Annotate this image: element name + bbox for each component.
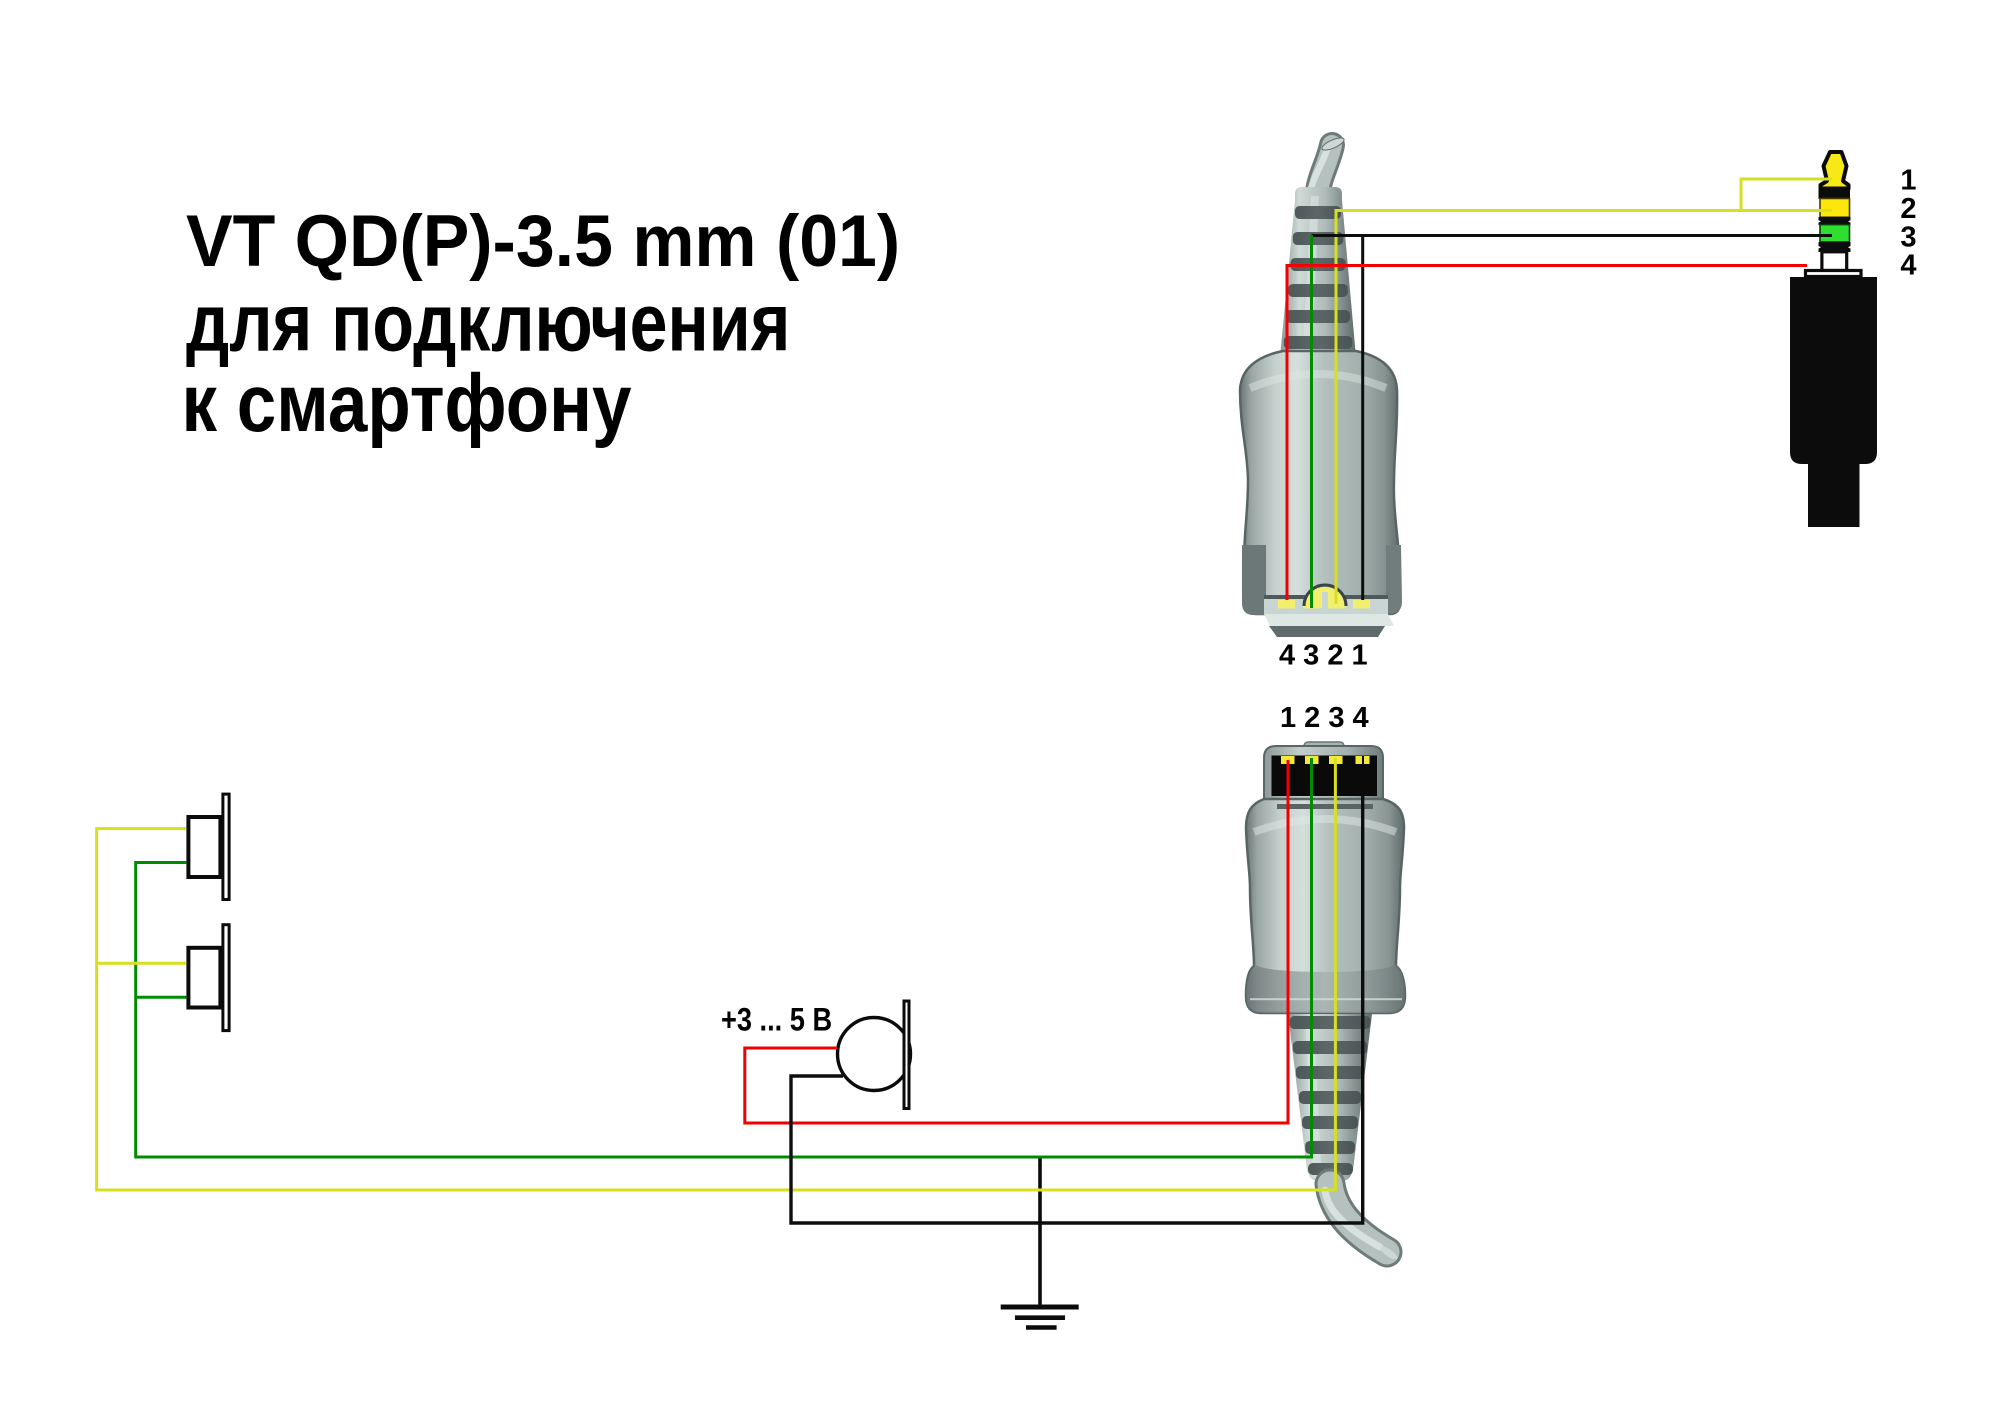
svg-text:к смартфону: к смартфону (182, 358, 632, 449)
svg-text:+3 ... 5 В: +3 ... 5 В (721, 1002, 832, 1038)
svg-text:2: 2 (1900, 193, 1916, 225)
svg-text:1: 1 (1900, 165, 1916, 197)
svg-text:1 2 3 4: 1 2 3 4 (1280, 702, 1369, 734)
svg-text:3: 3 (1900, 221, 1916, 253)
svg-text:VT QD(P)-3.5 mm (01): VT QD(P)-3.5 mm (01) (186, 201, 900, 283)
svg-text:для подключения: для подключения (186, 277, 790, 368)
svg-text:4 3 2 1: 4 3 2 1 (1279, 640, 1368, 672)
svg-text:4: 4 (1900, 250, 1916, 282)
